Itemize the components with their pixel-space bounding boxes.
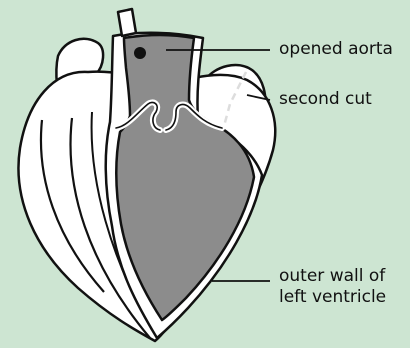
label-outer-wall-line1: outer wall of [279,266,386,287]
label-second-cut: second cut [279,89,372,110]
vessel-stub [118,9,136,36]
label-outer-wall: outer wall of left ventricle [279,266,386,307]
label-opened-aorta: opened aorta [279,39,393,60]
coronary-opening [134,47,146,59]
label-outer-wall-line2: left ventricle [279,287,386,308]
